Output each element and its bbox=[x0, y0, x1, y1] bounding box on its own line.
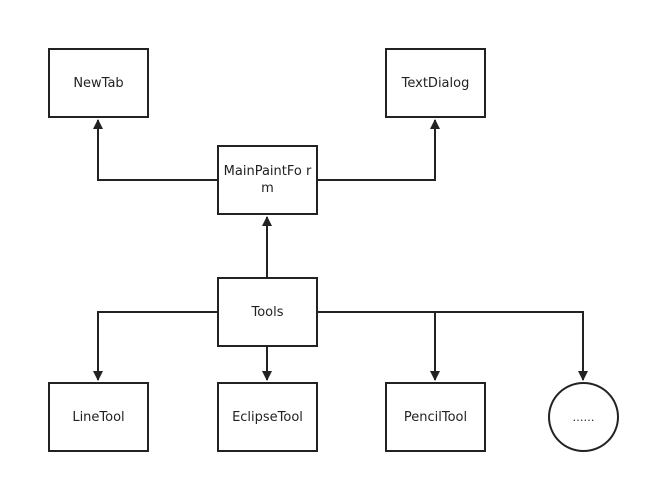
node-penciltool: PencilTool bbox=[385, 382, 486, 452]
node-textdialog-label: TextDialog bbox=[401, 75, 470, 91]
node-tools: Tools bbox=[217, 277, 318, 347]
node-textdialog: TextDialog bbox=[385, 48, 486, 118]
edge-tools-to-penciltool bbox=[317, 311, 440, 381]
node-tools-label: Tools bbox=[251, 304, 284, 320]
edge-tools-to-linetool bbox=[93, 311, 217, 381]
edge-mainpaintform-to-newtab bbox=[93, 119, 217, 181]
node-more: …… bbox=[548, 382, 619, 452]
node-newtab-label: NewTab bbox=[73, 75, 124, 91]
node-eclipsetool-label: EclipseTool bbox=[232, 409, 303, 425]
node-eclipsetool: EclipseTool bbox=[217, 382, 318, 452]
node-more-label: …… bbox=[572, 410, 595, 424]
node-penciltool-label: PencilTool bbox=[403, 409, 468, 425]
node-newtab: NewTab bbox=[48, 48, 149, 118]
node-mainpaintform-label: MainPaintFo rm bbox=[223, 164, 312, 196]
edge-mainpaintform-to-textdialog bbox=[317, 119, 440, 181]
node-linetool-label: LineTool bbox=[72, 409, 125, 425]
node-mainpaintform: MainPaintFo rm bbox=[217, 145, 318, 215]
node-linetool: LineTool bbox=[48, 382, 149, 452]
edge-tools-to-more bbox=[435, 311, 588, 381]
